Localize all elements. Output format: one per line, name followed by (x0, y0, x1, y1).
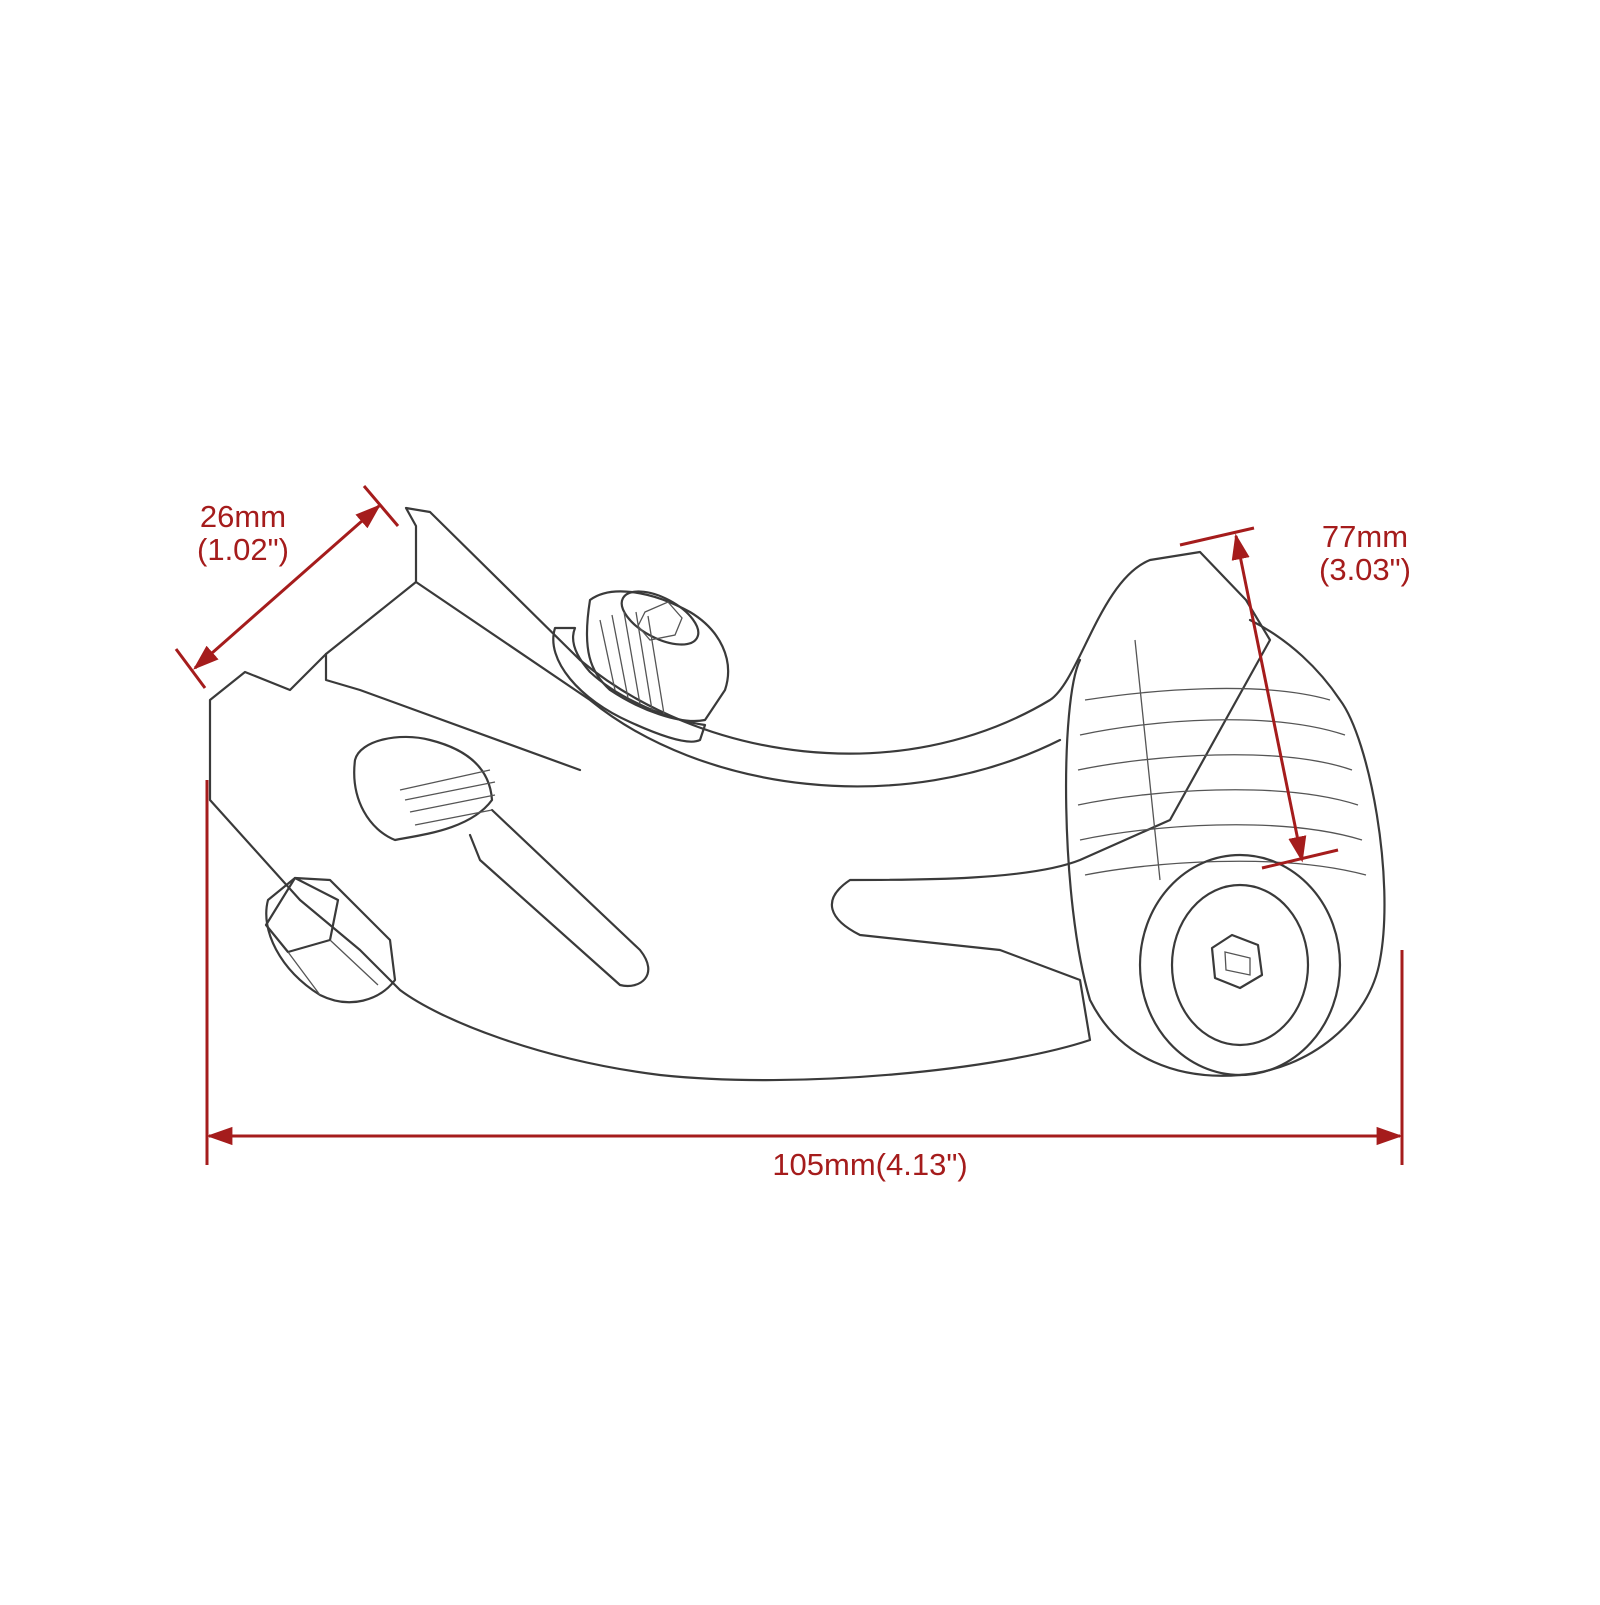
cap-bolt-top (552, 590, 730, 743)
width-imperial: (1.02") (197, 532, 289, 568)
nut-bottom (264, 876, 397, 1004)
clamp-slot (353, 735, 650, 988)
dimension-height (1179, 526, 1339, 870)
dimension-label-width: 26mm (1.02") (168, 500, 318, 567)
dimension-length (205, 780, 1404, 1165)
height-metric: 77mm (1321, 519, 1409, 554)
width-metric: 26mm (199, 499, 287, 534)
peg-grip (1065, 618, 1386, 1077)
lever-body (208, 506, 1272, 1082)
dimension-label-length: 105mm(4.13") (700, 1147, 1040, 1182)
height-imperial: (3.03") (1319, 552, 1411, 588)
dimension-width (174, 485, 400, 689)
length-text: 105mm(4.13") (772, 1147, 968, 1182)
dimension-label-height: 77mm (3.03") (1290, 520, 1440, 587)
